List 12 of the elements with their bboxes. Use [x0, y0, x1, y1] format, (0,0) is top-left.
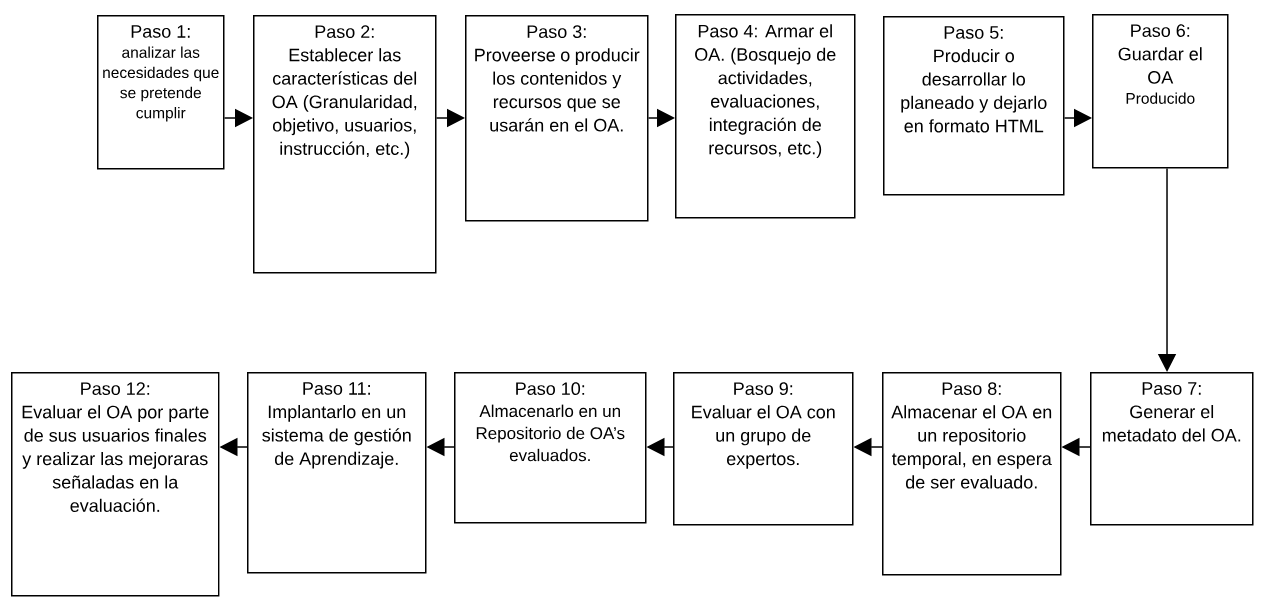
process-box: Paso 1: analizar las necesidades que se pretende cumplir [97, 15, 225, 170]
process-box: Paso 5: Producir o desarrollar lo planeado y dejarlo en formato HTML [883, 16, 1065, 196]
process-box: Paso 2: Establecer las características del OA (Granularidad, objetivo, usuarios, instrucción, etc.) [253, 15, 437, 274]
process-box: Paso 10: Almacenarlo en un Repositorio de OA’s evaluados. [454, 372, 647, 524]
process-box: Paso 4: Armar el OA. (Bosquejo de actividades, evaluaciones, integración de recursos, etc.) [675, 14, 856, 219]
process-box: Paso 7: Generar el metadato del OA. [1090, 372, 1254, 526]
process-box: Paso 12: Evaluar el OA por parte de sus usuarios finales y realizar las mejoraras señaladas en la evaluación. [11, 372, 220, 597]
process-box: Paso 11: Implantarlo en un sistema de gestión de Aprendizaje. [247, 372, 427, 574]
process-box: Paso 8: Almacenar el OA en un repositorio temporal, en espera de ser evaluado. [882, 372, 1062, 576]
process-box: Paso 9: Evaluar el OA con un grupo de expertos. [673, 372, 854, 526]
process-box: Paso 3: Proveerse o producir los contenidos y recursos que se usarán en el OA. [465, 15, 649, 222]
process-box: Paso 6: Guardar el OA Producido [1092, 14, 1229, 169]
